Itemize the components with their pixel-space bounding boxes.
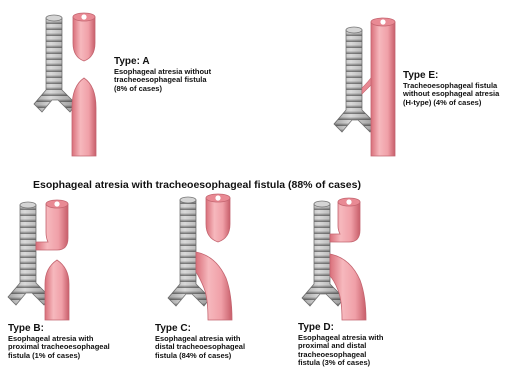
type-d-description: Esophageal atresia with proximal and dis…: [298, 334, 383, 369]
type-a-title: Type: A: [114, 56, 211, 68]
trachea: [168, 197, 210, 306]
esophagus-upper-pouch: [73, 13, 95, 61]
type-a-illustration: [34, 13, 96, 156]
esophagus-lower-pouch: [72, 78, 96, 156]
esophagus: [371, 18, 395, 156]
type-e-label: Type E: Tracheoesophageal fistula withou…: [403, 70, 499, 107]
type-a-label: Type: A Esophageal atresia without trach…: [114, 56, 211, 93]
esophagus-distal-fistula: [196, 252, 232, 320]
type-e-illustration: [334, 18, 395, 156]
type-c-title: Type C:: [155, 323, 245, 335]
esophagus-upper-pouch-with-fistula: [330, 198, 360, 242]
type-d-illustration: [302, 198, 366, 320]
type-b-illustration: [8, 200, 69, 320]
type-d-label: Type D: Esophageal atresia with proximal…: [298, 322, 383, 368]
type-b-description: Esophageal atresia with proximal tracheo…: [8, 335, 110, 361]
type-c-illustration: [168, 194, 232, 320]
type-b-label: Type B: Esophageal atresia with proximal…: [8, 323, 110, 360]
esophagus-upper-pouch-with-fistula: [36, 200, 68, 250]
type-b-title: Type B:: [8, 323, 110, 335]
trachea: [8, 202, 50, 305]
type-d-title: Type D:: [298, 322, 383, 334]
trachea: [34, 15, 76, 112]
esophagus-upper-pouch: [206, 194, 230, 242]
type-e-title: Type E:: [403, 70, 499, 82]
section-header: Esophageal atresia with tracheoesophagea…: [33, 179, 361, 191]
esophagus-distal-fistula: [330, 254, 366, 320]
type-a-description: Esophageal atresia without tracheoesopha…: [114, 68, 211, 94]
type-c-description: Esophageal atresia with distal tracheoes…: [155, 335, 245, 361]
type-e-description: Tracheoesophageal fistula without esopha…: [403, 82, 499, 108]
esophagus-lower-pouch: [45, 260, 69, 320]
type-c-label: Type C: Esophageal atresia with distal t…: [155, 323, 245, 360]
